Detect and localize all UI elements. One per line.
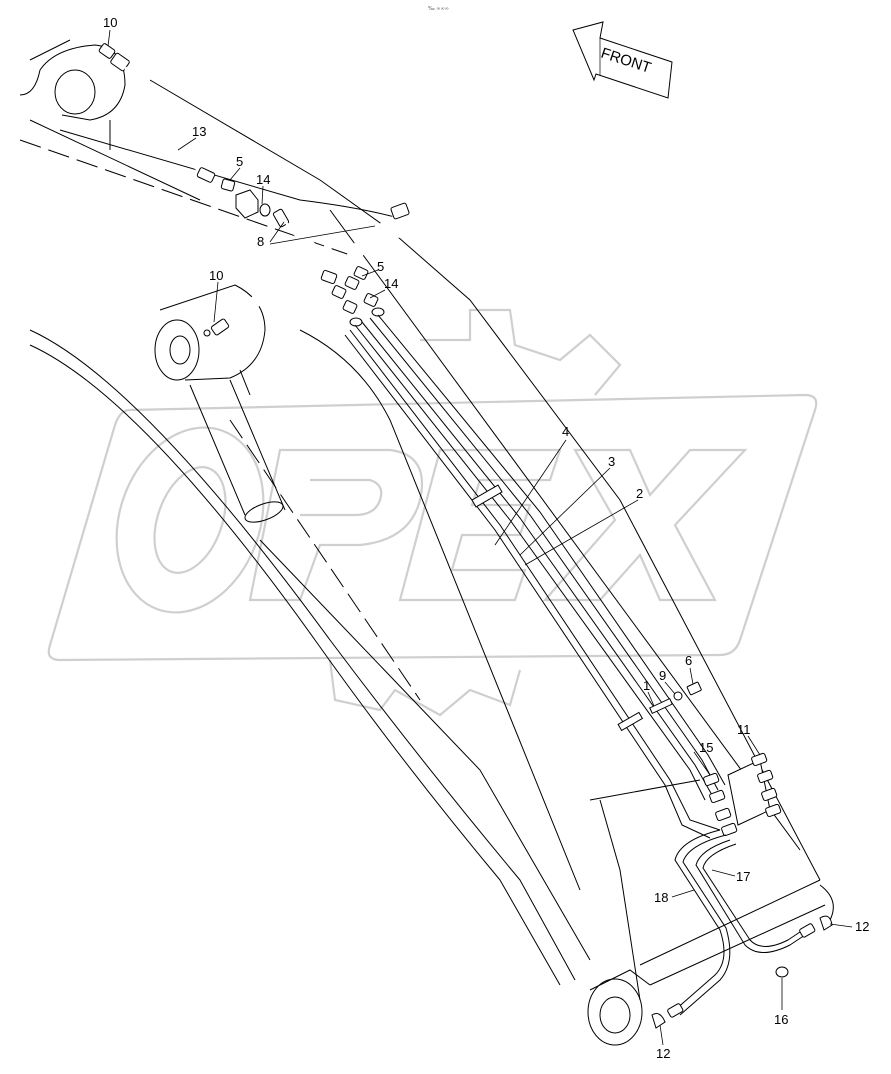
cap-16 — [775, 966, 789, 978]
clamp-upper — [471, 484, 503, 508]
fittings-5-14-mid — [331, 266, 385, 327]
fitting-10-top — [98, 43, 116, 59]
callout-12-bottom: 12 — [656, 1046, 670, 1061]
front-label: FRONT — [599, 45, 653, 77]
callout-17: 17 — [736, 869, 750, 884]
opex-watermark — [47, 308, 818, 717]
callout-9: 9 — [659, 668, 666, 683]
hose-13-assembly — [98, 43, 271, 219]
callout-8: 8 — [257, 234, 264, 249]
callouts: 10 13 5 14 8 5 14 10 4 3 2 1 9 6 11 15 1… — [103, 15, 869, 1061]
callout-2: 2 — [636, 486, 643, 501]
callout-5-top: 5 — [236, 154, 243, 169]
pipes-17-18 — [651, 829, 833, 1029]
adapter-5-top — [220, 178, 236, 192]
clamp-lower — [617, 711, 644, 732]
callout-15: 15 — [699, 740, 713, 755]
pipes-2-3-4 — [344, 314, 726, 839]
elbow-12-right — [819, 915, 833, 931]
callout-10-top: 10 — [103, 15, 117, 30]
callout-1: 1 — [643, 678, 650, 693]
washer-9 — [673, 691, 683, 701]
corner-mark: ‰ ∞∞∞ — [428, 6, 449, 12]
oring-14-top — [259, 203, 271, 217]
callout-11: 11 — [737, 722, 751, 737]
callout-13: 13 — [192, 124, 206, 139]
bolt-1 — [649, 697, 673, 715]
fitting-10-mid — [203, 329, 211, 337]
front-direction-arrow: FRONT — [572, 21, 673, 99]
bolt-washer-nut — [649, 681, 702, 715]
manifold-11-15 — [703, 752, 782, 837]
callout-14-mid: 14 — [384, 276, 398, 291]
callout-10-mid: 10 — [209, 268, 223, 283]
block-14-top — [235, 189, 259, 219]
boom-structure — [19, 39, 834, 1046]
hose-10-mid-assembly — [203, 267, 338, 337]
nut-6 — [686, 681, 702, 696]
elbow-12-bottom — [651, 1013, 666, 1029]
callout-5-mid: 5 — [377, 259, 384, 274]
callout-16: 16 — [774, 1012, 788, 1027]
callout-12-right: 12 — [855, 919, 869, 934]
callout-18: 18 — [654, 890, 668, 905]
hose-8-assembly — [272, 202, 434, 286]
callout-4: 4 — [562, 424, 569, 439]
leader-lines — [107, 29, 853, 1046]
callout-3: 3 — [608, 454, 615, 469]
callout-14-top: 14 — [256, 172, 270, 187]
callout-6: 6 — [685, 653, 692, 668]
